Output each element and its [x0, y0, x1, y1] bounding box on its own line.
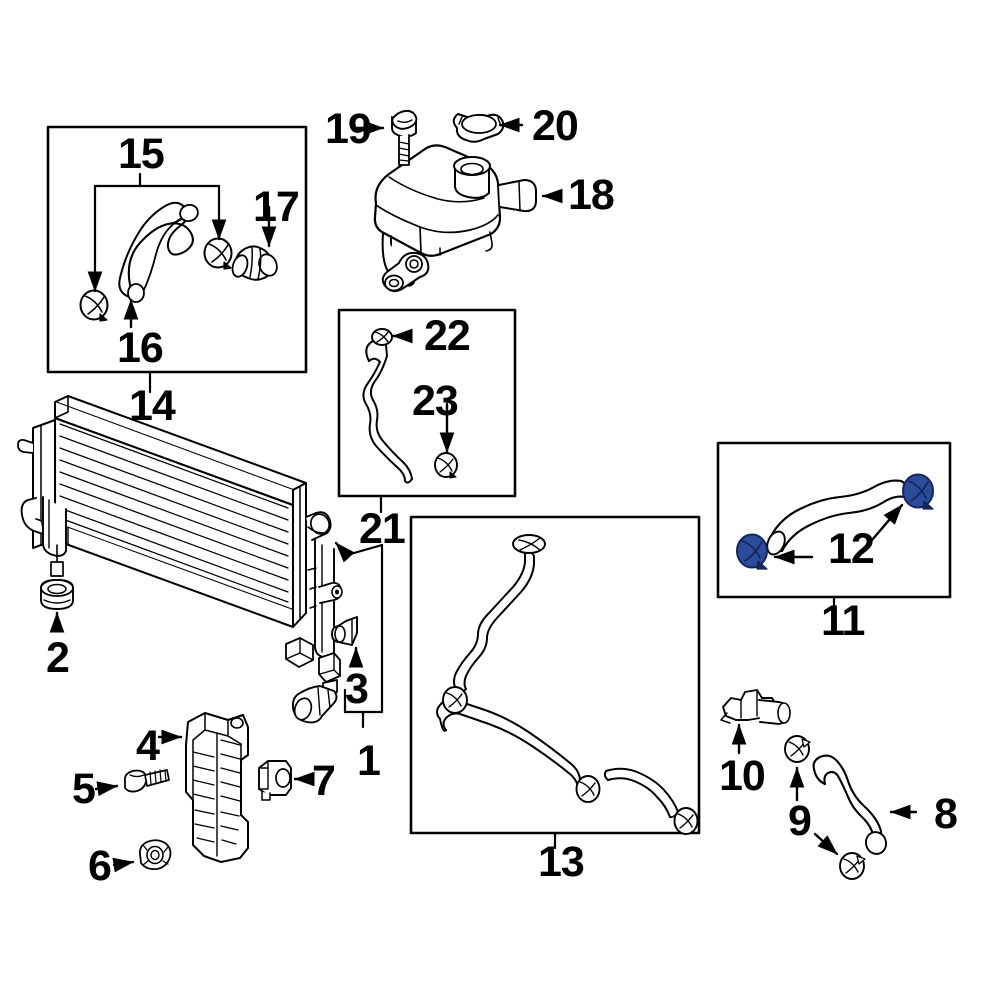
hose-clamp-9-lower — [839, 852, 866, 880]
callout-1-arrow — [334, 541, 355, 563]
radiator-hose-11 — [766, 479, 908, 556]
callout-label-8: 8 — [934, 790, 958, 838]
group-box-21 — [337, 308, 517, 498]
coolant-hose-set-13 — [436, 550, 679, 819]
callout-label-13: 13 — [538, 838, 585, 886]
air-guide-deflector-4 — [185, 712, 249, 863]
callout-label-20: 20 — [532, 102, 579, 150]
callout-label-5: 5 — [72, 765, 96, 813]
hose-clamp-23 — [434, 452, 458, 479]
callout-label-4: 4 — [136, 722, 160, 770]
callout-label-22: 22 — [424, 312, 471, 360]
box-leader-lines — [148, 370, 836, 850]
radiator-mounting-clip-3 — [331, 616, 358, 646]
callout-label-6: 6 — [88, 842, 112, 890]
callout-label-14: 14 — [129, 382, 176, 430]
hose-clamp-9-upper — [784, 735, 811, 763]
hose-clamp-15-left — [79, 289, 109, 322]
callout-label-17: 17 — [253, 183, 300, 231]
flange-nut-6 — [138, 839, 172, 871]
highlighted-clamp-left — [736, 533, 768, 570]
hose-clamp-15-right — [203, 237, 233, 270]
hex-flange-bolt-5 — [123, 769, 170, 793]
heater-water-hose-8 — [812, 754, 888, 855]
hose-connector-17 — [231, 245, 278, 281]
group-box-11 — [716, 441, 952, 599]
radiator-drain-plug-2 — [40, 579, 74, 610]
callout-label-15: 15 — [118, 130, 165, 178]
callout-9-arrow-lower — [813, 832, 839, 856]
callout-label-23: 23 — [412, 377, 459, 425]
callout-label-10: 10 — [719, 752, 766, 800]
reservoir-mounting-bolt-19 — [391, 109, 418, 166]
radiator-mount-bushing-7 — [258, 760, 292, 801]
callout-label-2: 2 — [46, 634, 70, 682]
radiator-assembly — [17, 395, 343, 724]
callout-label-3: 3 — [345, 665, 369, 713]
callout-label-1: 1 — [357, 737, 381, 785]
callout-label-21: 21 — [359, 505, 406, 553]
callout-label-11: 11 — [821, 597, 865, 645]
callout-label-7: 7 — [312, 757, 336, 805]
callout-12-arrow-right — [864, 503, 904, 549]
highlighted-clamp-right — [902, 473, 934, 510]
water-control-valve-10 — [720, 689, 791, 725]
reservoir-cap-20 — [452, 113, 505, 143]
callout-label-12: 12 — [828, 525, 875, 573]
callout-6-arrow — [112, 857, 135, 873]
callout-5-arrow — [94, 781, 119, 797]
hose-clamp-22 — [371, 328, 393, 346]
callout-label-18: 18 — [568, 171, 615, 219]
callout-label-19: 19 — [325, 105, 372, 153]
coolant-reservoir-tank — [373, 144, 537, 293]
callout-label-9: 9 — [788, 797, 812, 845]
hose-clamps-13 — [442, 534, 699, 835]
callout-label-16: 16 — [117, 324, 164, 372]
